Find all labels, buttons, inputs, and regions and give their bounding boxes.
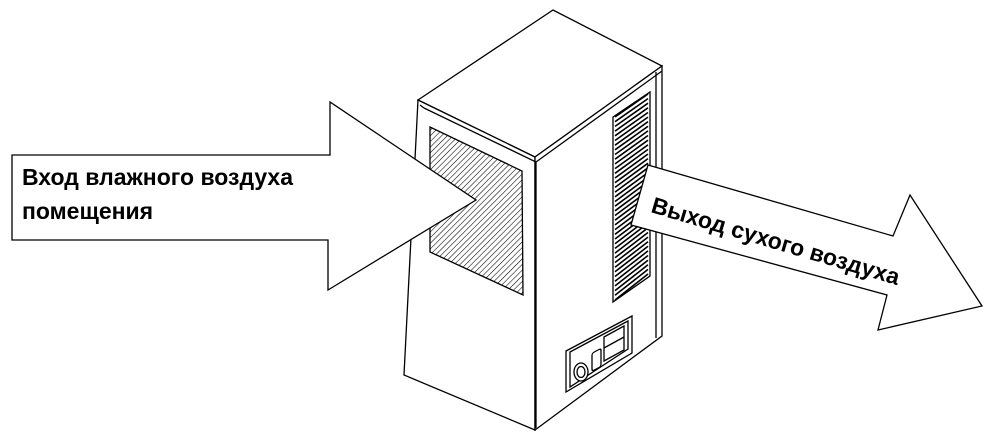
louvre-slat bbox=[614, 139, 649, 165]
louvre-slat bbox=[614, 273, 649, 301]
louvre-frame bbox=[612, 90, 651, 304]
louvre-slat bbox=[614, 176, 649, 203]
louvre-slat bbox=[614, 121, 649, 146]
display-divider bbox=[603, 336, 625, 349]
unit-top-rim-left bbox=[419, 104, 425, 109]
louvre-slat bbox=[614, 107, 649, 132]
louvre-slat bbox=[614, 148, 649, 174]
louvre-slat bbox=[614, 153, 649, 179]
inlet-arrow-shape bbox=[11, 100, 478, 292]
switch-icon bbox=[591, 348, 602, 372]
unit-top-rim bbox=[535, 70, 663, 163]
louvre-slat bbox=[614, 259, 649, 287]
knob-icon bbox=[573, 362, 589, 382]
louvre-slat bbox=[614, 97, 649, 123]
louvre-slat bbox=[614, 236, 649, 264]
louvre-slat bbox=[614, 157, 649, 184]
louvre-slat bbox=[614, 130, 649, 156]
control-panel bbox=[565, 314, 633, 394]
louvre-slat bbox=[614, 111, 649, 137]
outlet-arrow: Выход сухого воздуха bbox=[630, 164, 984, 331]
louvre-slat bbox=[614, 116, 649, 142]
louvre-slat bbox=[614, 250, 649, 278]
louvre-slat bbox=[614, 171, 649, 198]
louvre-slat bbox=[614, 227, 649, 254]
knob-inner-icon bbox=[576, 365, 586, 379]
louvre-slat bbox=[614, 264, 649, 292]
louvre-slat bbox=[614, 254, 649, 282]
louvre-slat bbox=[614, 144, 649, 170]
louvre-slat bbox=[614, 125, 649, 151]
louvre-slat bbox=[614, 134, 649, 160]
louvre-slat bbox=[614, 102, 649, 128]
louvre-slat bbox=[614, 241, 649, 268]
outlet-arrow-shape bbox=[630, 164, 984, 331]
inlet-arrow: Вход влажного воздуха помещения bbox=[11, 100, 478, 292]
louvre-slat bbox=[614, 231, 649, 259]
display-window bbox=[603, 324, 625, 363]
louvre-slat bbox=[614, 167, 649, 193]
louvre-slat bbox=[614, 245, 649, 273]
louvre-slat bbox=[614, 162, 649, 189]
louvre-slat bbox=[614, 268, 649, 296]
inlet-label-line1: Вход влажного воздуха bbox=[22, 164, 293, 190]
inlet-label-line2: помещения bbox=[22, 198, 153, 224]
